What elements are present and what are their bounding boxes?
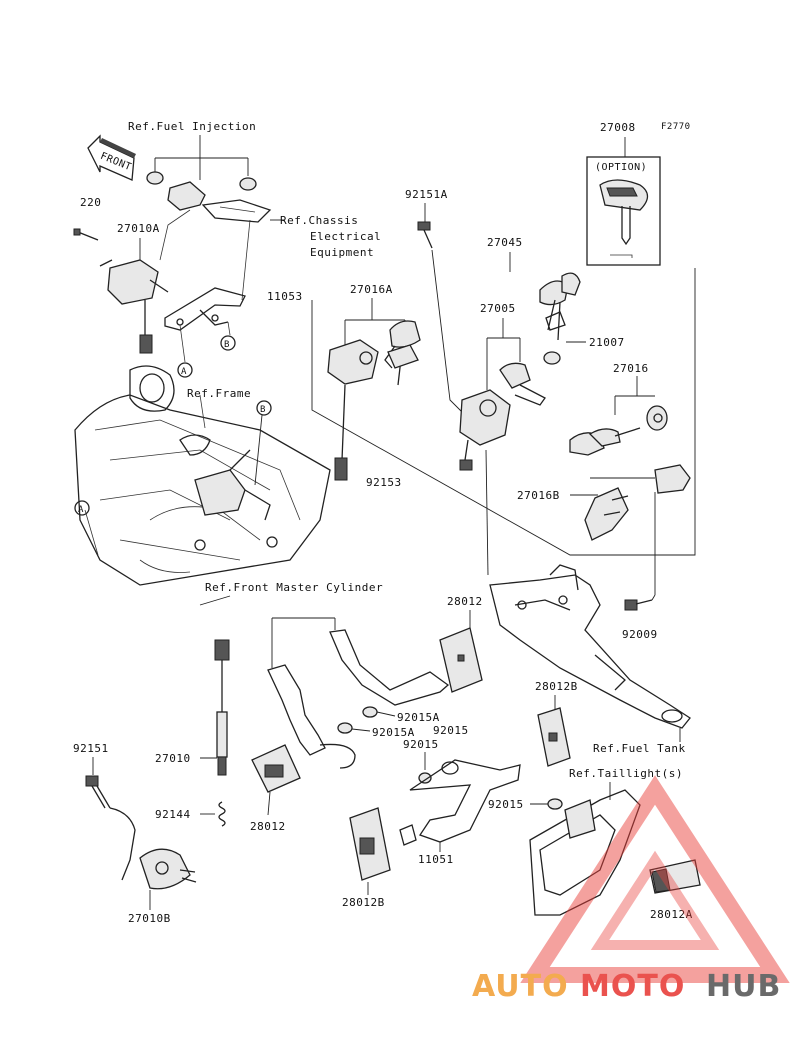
figure-code: F2770 [661, 122, 691, 132]
frame-illustration [74, 365, 331, 586]
lock-27016 [569, 405, 668, 456]
callout-B-top: B [220, 335, 236, 351]
part-27016B: 27016B [517, 489, 560, 502]
callout-A-frame: A [74, 500, 90, 516]
front-master-cylinder-leader [199, 595, 336, 668]
ref-fuel-injection-leader [154, 135, 249, 180]
part-27010A: 27010A [117, 222, 160, 235]
part-92015A-2: 92015A [372, 726, 415, 739]
part-28012-top: 28012 [447, 595, 483, 608]
part-27005: 27005 [480, 302, 516, 315]
ref-chassis-label-3: Equipment [310, 246, 374, 259]
ignition-switch-27005 [459, 362, 546, 576]
part-27016: 27016 [613, 362, 649, 375]
bolt-92151A [417, 203, 471, 421]
part-11051: 11051 [418, 853, 454, 866]
sensor-27010B [109, 807, 197, 910]
part-28012A: 28012A [650, 908, 693, 921]
spring-92144 [200, 801, 226, 827]
ref-front-master-label: Ref.Front Master Cylinder [205, 581, 383, 594]
ref-taillight-label: Ref.Taillight(s) [569, 767, 683, 780]
svg-text:A: A [181, 367, 187, 377]
part-92015-1: 92015 [433, 724, 469, 737]
leader-11053 [311, 268, 696, 556]
svg-text:(OPTION): (OPTION) [595, 162, 647, 173]
nut-92015A-1 [362, 706, 396, 718]
sensor-bracket [164, 287, 246, 363]
part-220: 220 [80, 196, 101, 209]
part-92151: 92151 [73, 742, 109, 755]
fuel-tank-bracket [489, 564, 691, 729]
part-92153: 92153 [366, 476, 402, 489]
bolt-92151 [85, 757, 111, 809]
pad-28012-top [439, 610, 483, 693]
part-92015-3: 92015 [488, 798, 524, 811]
fuel-injection-bracket-group [146, 171, 285, 301]
part-92009: 92009 [622, 628, 658, 641]
ref-fuel-tank-label: Ref.Fuel Tank [593, 742, 686, 755]
watermark-moto: MOTO [580, 969, 685, 1004]
option-key-box: (OPTION) [586, 156, 661, 266]
callout-B-frame: B [256, 400, 272, 416]
part-92151A: 92151A [405, 188, 448, 201]
sensor-27010A [73, 228, 169, 354]
part-11053: 11053 [267, 290, 303, 303]
part-27045: 27045 [487, 236, 523, 249]
bracket-11051 [399, 759, 521, 852]
svg-text:B: B [260, 405, 266, 415]
nut-92015A-2 [337, 722, 371, 734]
part-27010: 27010 [155, 752, 191, 765]
part-28012-bottom: 28012 [250, 820, 286, 833]
taillight-bracket [529, 782, 701, 916]
automotohub-watermark: AUTO MOTO HUB [472, 775, 790, 1004]
part-92015A-1: 92015A [397, 711, 440, 724]
pad-28012-bottom [251, 744, 301, 816]
part-27016A: 27016A [350, 283, 393, 296]
ref-frame-label: Ref.Frame [187, 387, 251, 400]
nut-92015-2 [418, 752, 432, 784]
callout-A-top: A [177, 362, 193, 378]
watermark-auto: AUTO [472, 969, 569, 1004]
key-set-27045 [539, 272, 581, 341]
part-27010B: 27010B [128, 912, 171, 925]
svg-text:A: A [78, 505, 84, 515]
bolt-92009 [624, 594, 656, 611]
svg-text:B: B [224, 340, 230, 350]
sensor-27010 [200, 639, 230, 776]
part-28012B-bottom: 28012B [342, 896, 385, 909]
part-21007: 21007 [589, 336, 625, 349]
lock-set-27016A [327, 320, 421, 481]
bracket-upper-left [267, 629, 450, 769]
part-27008: 27008 [600, 121, 636, 134]
pad-28012B-bottom [349, 807, 391, 895]
part-28012B-top: 28012B [535, 680, 578, 693]
nut-92015-3 [530, 798, 563, 810]
pad-28012B-top [537, 695, 571, 767]
lock-27016B [584, 464, 691, 595]
ref-chassis-label-1: Ref.Chassis [280, 214, 358, 227]
front-arrow-icon: FRONT [87, 134, 136, 181]
ref-chassis-label-2: Electrical [310, 230, 381, 243]
cap-21007 [543, 341, 586, 365]
part-92015-2: 92015 [403, 738, 439, 751]
part-92144: 92144 [155, 808, 191, 821]
ref-fuel-injection-label: Ref.Fuel Injection [128, 120, 256, 133]
watermark-hub: HUB [706, 969, 781, 1004]
